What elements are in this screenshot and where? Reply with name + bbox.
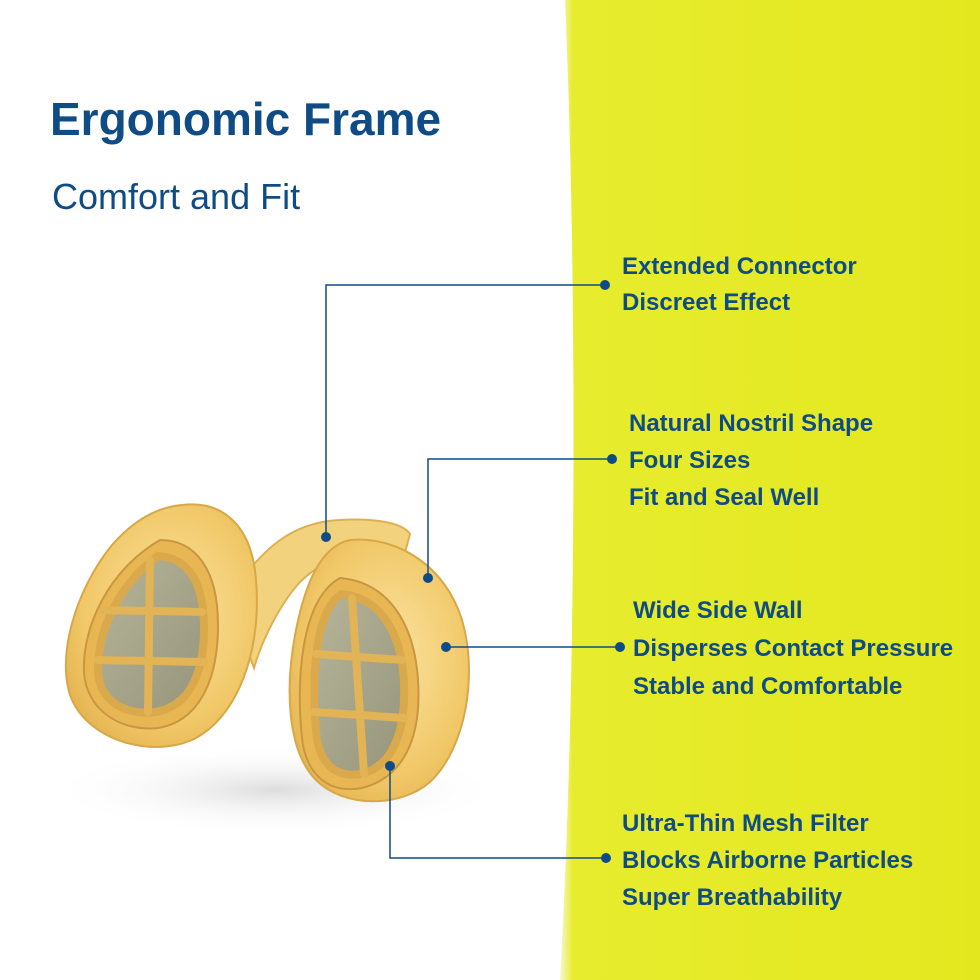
dot-mesh-end (601, 853, 611, 863)
page-title: Ergonomic Frame (50, 93, 442, 145)
dot-connector-start (321, 532, 331, 542)
leader-line-nostril-shape (427, 458, 612, 578)
nasal-filter-product (64, 503, 470, 803)
left-mesh-ribs (94, 556, 208, 716)
accent-panel (560, 0, 980, 980)
connector-bridge (226, 518, 412, 672)
dot-connector-end (600, 280, 610, 290)
dot-nostril-end (607, 454, 617, 464)
callout-line: Disperses Contact Pressure (633, 635, 954, 662)
callout-side-wall: Wide Side Wall Disperses Contact Pressur… (633, 592, 953, 706)
callout-nostril-shape: Natural Nostril Shape Four Sizes Fit and… (629, 405, 873, 516)
dot-sidewall-start (441, 642, 451, 652)
callout-line: Four Sizes (629, 447, 751, 474)
leader-dots (321, 280, 625, 863)
callout-mesh-filter: Ultra-Thin Mesh Filter Blocks Airborne P… (622, 805, 913, 916)
dot-nostril-start (423, 573, 433, 583)
callout-line: Natural Nostril Shape (629, 410, 874, 437)
callout-line: Super Breathability (622, 884, 843, 911)
leader-line-mesh (389, 766, 606, 859)
callout-extended-connector: Extended Connector Discreet Effect (622, 249, 857, 321)
page-subtitle: Comfort and Fit (52, 176, 301, 217)
callout-line: Fit and Seal Well (629, 484, 820, 511)
leader-line-connector (325, 284, 605, 537)
callout-line: Discreet Effect (622, 289, 791, 316)
dot-sidewall-end (615, 642, 625, 652)
callout-line: Extended Connector (622, 253, 857, 280)
callout-line: Blocks Airborne Particles (622, 847, 914, 874)
right-mesh-ribs (310, 594, 408, 778)
leader-lines (325, 284, 620, 859)
dot-mesh-start (385, 761, 395, 771)
callout-line: Stable and Comfortable (633, 673, 903, 700)
callout-line: Wide Side Wall (633, 597, 803, 624)
callout-line: Ultra-Thin Mesh Filter (622, 810, 869, 837)
